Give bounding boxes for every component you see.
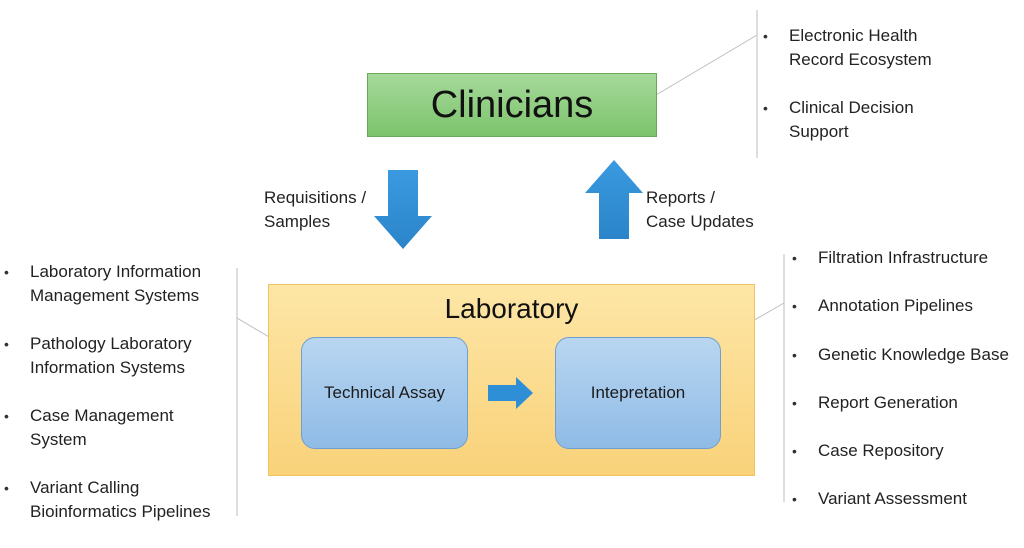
list-item: Case Repository [792, 439, 1024, 463]
technical-assay-box: Technical Assay [301, 337, 468, 449]
list-item: Genetic Knowledge Base [792, 343, 1024, 367]
list-item: Filtration Infrastructure [792, 246, 1024, 270]
clinicians-box: Clinicians [367, 73, 657, 137]
clinicians-connector [655, 34, 758, 96]
laboratory-title: Laboratory [444, 293, 579, 324]
reports-label: Reports / Case Updates [646, 186, 754, 234]
right-arrow-icon [488, 377, 533, 409]
requisitions-line-2: Samples [264, 212, 331, 231]
list-item: Report Generation [792, 391, 1024, 415]
interpretation-label: Intepretation [590, 383, 686, 402]
reports-line-1: Reports / [646, 188, 715, 207]
list-item: Variant Assessment [792, 487, 1024, 511]
down-arrow-icon [374, 170, 432, 249]
laboratory-box: Laboratory Technical Assay Intepretation [268, 284, 755, 476]
interpretation-box: Intepretation [555, 337, 721, 449]
technical-assay-label: Technical Assay [324, 383, 445, 402]
requisitions-label: Requisitions / Samples [264, 186, 366, 234]
clinicians-title: Clinicians [430, 83, 594, 126]
up-arrow-icon [585, 160, 643, 239]
list-item: Annotation Pipelines [792, 294, 1024, 318]
requisitions-line-1: Requisitions / [264, 188, 367, 207]
reports-line-2: Case Updates [646, 212, 754, 231]
interpretation-systems-list: Filtration Infrastructure Annotation Pip… [792, 246, 1024, 536]
